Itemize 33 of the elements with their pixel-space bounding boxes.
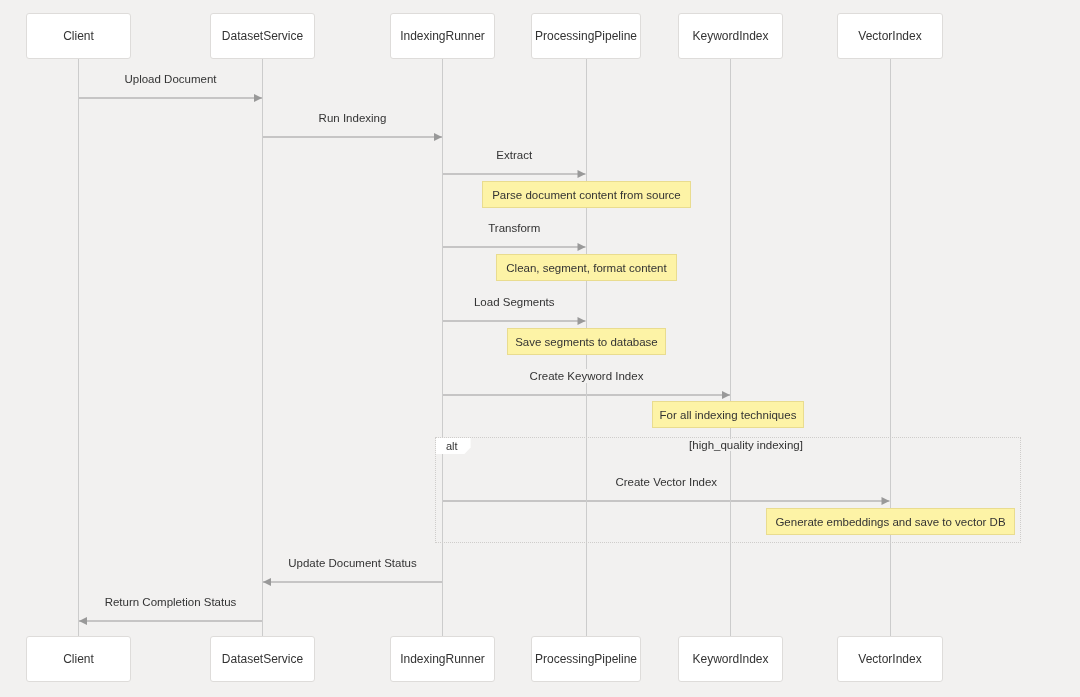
message-arrow bbox=[78, 617, 263, 625]
message-arrow bbox=[442, 497, 891, 505]
participant-box: IndexingRunner bbox=[390, 13, 495, 59]
note-box: Parse document content from source bbox=[482, 181, 691, 208]
lifeline bbox=[889, 59, 891, 636]
participant-box: Client bbox=[26, 636, 131, 682]
note-box: Clean, segment, format content bbox=[496, 254, 677, 281]
message-arrow bbox=[442, 170, 587, 178]
message-arrow bbox=[262, 578, 443, 586]
participant-box: IndexingRunner bbox=[390, 636, 495, 682]
participant-box: DatasetService bbox=[210, 13, 315, 59]
lifeline bbox=[730, 59, 731, 636]
participant-box: DatasetService bbox=[210, 636, 315, 682]
participant-box: VectorIndex bbox=[837, 13, 943, 59]
lifeline bbox=[442, 59, 443, 636]
note-box: Generate embeddings and save to vector DB bbox=[766, 508, 1015, 535]
lifeline bbox=[262, 59, 263, 636]
message-arrow bbox=[442, 243, 587, 251]
participant-box: Client bbox=[26, 13, 131, 59]
note-box: For all indexing techniques bbox=[652, 401, 804, 428]
lifeline bbox=[78, 59, 79, 636]
note-box: Save segments to database bbox=[507, 328, 666, 355]
participant-box: ProcessingPipeline bbox=[531, 636, 641, 682]
message-arrow bbox=[262, 133, 443, 141]
participant-box: KeywordIndex bbox=[678, 13, 783, 59]
message-arrow bbox=[78, 94, 263, 102]
participant-box: VectorIndex bbox=[837, 636, 943, 682]
participant-box: KeywordIndex bbox=[678, 636, 783, 682]
frame-tab: alt bbox=[436, 438, 471, 454]
guard-condition: [high_quality indexing] bbox=[686, 439, 806, 451]
participant-box: ProcessingPipeline bbox=[531, 13, 641, 59]
message-arrow bbox=[442, 317, 587, 325]
message-arrow bbox=[442, 391, 731, 399]
